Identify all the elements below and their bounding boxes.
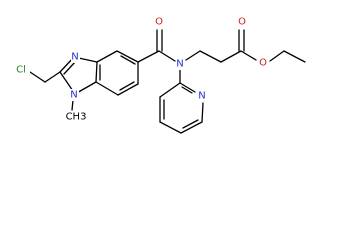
bond bbox=[181, 86, 193, 94]
bond bbox=[269, 50, 285, 62]
bond bbox=[240, 50, 257, 61]
bond bbox=[119, 81, 135, 91]
bond bbox=[159, 82, 181, 98]
bond bbox=[95, 81, 119, 96]
pyridine-nitrogen-label: N bbox=[198, 91, 205, 102]
ester-carbonyl-oxygen-label: O bbox=[238, 17, 246, 28]
bond bbox=[71, 99, 74, 111]
bond bbox=[137, 50, 160, 63]
bond bbox=[63, 60, 77, 75]
bond bbox=[96, 50, 118, 63]
chemical-structure: Cl N N CH3 O N N O O bbox=[16, 16, 306, 134]
bond bbox=[29, 71, 46, 83]
bond bbox=[201, 102, 204, 123]
bond bbox=[220, 50, 242, 63]
methyl-label: CH3 bbox=[66, 112, 87, 123]
bond bbox=[95, 61, 98, 83]
bond bbox=[179, 82, 196, 93]
bond bbox=[199, 50, 222, 63]
bond bbox=[158, 50, 176, 62]
imidazole-n-bottom-label: N bbox=[70, 90, 77, 101]
bond bbox=[180, 121, 203, 134]
bond bbox=[159, 121, 182, 134]
amide-nitrogen-label: N bbox=[176, 59, 183, 70]
bond bbox=[120, 55, 136, 65]
bond bbox=[116, 50, 139, 63]
bond bbox=[283, 50, 306, 63]
bond bbox=[185, 50, 201, 61]
ester-oxygen-label: O bbox=[259, 58, 267, 69]
chlorine-label: Cl bbox=[16, 65, 26, 76]
imidazole-n-top-label: N bbox=[71, 52, 78, 63]
bond bbox=[117, 83, 139, 96]
bond bbox=[182, 119, 199, 129]
amide-carbonyl-oxygen-label: O bbox=[155, 17, 163, 28]
bond bbox=[44, 71, 61, 83]
